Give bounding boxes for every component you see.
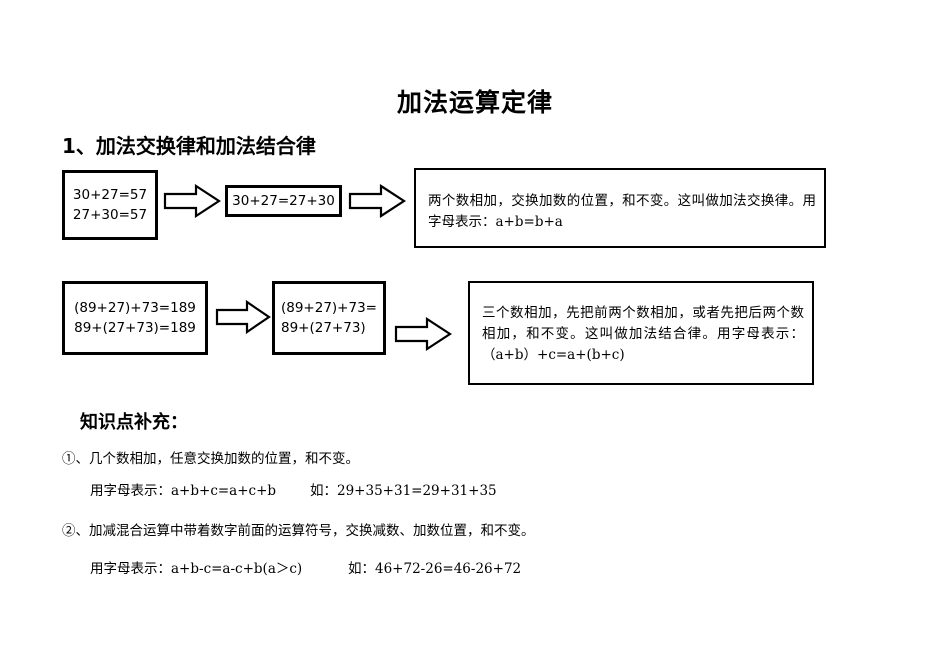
row2-result-text: (89+27)+73= 89+(27+73) — [280, 300, 377, 336]
row2-result-box: (89+27)+73= 89+(27+73) — [272, 281, 386, 355]
row1-result-box: 30+27=27+30 — [225, 185, 342, 217]
note-2-rule: ②、加减混合运算中带着数字前面的运算符号，交换减数、加数位置，和不变。 — [62, 523, 535, 539]
note-1-example: 如：29+35+31=29+31+35 — [310, 483, 497, 499]
note-2-example: 如：46+72-26=46-26+72 — [348, 561, 522, 577]
notes-heading: 知识点补充： — [80, 412, 188, 433]
row1-description-box: 两个数相加，交换加数的位置，和不变。这叫做加法交换律。用字母表示：a+b=b+a — [414, 168, 826, 248]
note-2-formula: 用字母表示：a+b-c=a-c+b(a＞c) — [90, 561, 303, 577]
row1-result-text: 30+27=27+30 — [232, 193, 335, 209]
row1-example-box: 30+27=57 27+30=57 — [62, 170, 158, 240]
row1-example-text: 30+27=57 27+30=57 — [72, 187, 148, 223]
row2-example-text: (89+27)+73=189 89+(27+73)=189 — [74, 300, 196, 336]
row1-arrow-2-icon — [348, 184, 406, 218]
row1-arrow-1-icon — [163, 184, 221, 218]
page-title: 加法运算定律 — [396, 88, 553, 117]
row2-arrow-1-icon — [215, 300, 271, 334]
row2-example-box: (89+27)+73=189 89+(27+73)=189 — [62, 281, 208, 355]
row2-arrow-2-icon — [394, 317, 452, 351]
row2-description-box: 三个数相加，先把前两个数相加，或者先把后两个数相加，和不变。这叫做加法结合律。用… — [468, 281, 814, 385]
row1-description-text: 两个数相加，交换加数的位置，和不变。这叫做加法交换律。用字母表示：a+b=b+a — [428, 193, 816, 230]
section-heading: 1、加法交换律和加法结合律 — [62, 134, 316, 158]
note-1-formula: 用字母表示：a+b+c=a+c+b — [90, 483, 277, 499]
note-1-rule: ①、几个数相加，任意交换加数的位置，和不变。 — [62, 451, 359, 467]
row2-description-text: 三个数相加，先把前两个数相加，或者先把后两个数相加，和不变。这叫做加法结合律。用… — [482, 305, 804, 363]
